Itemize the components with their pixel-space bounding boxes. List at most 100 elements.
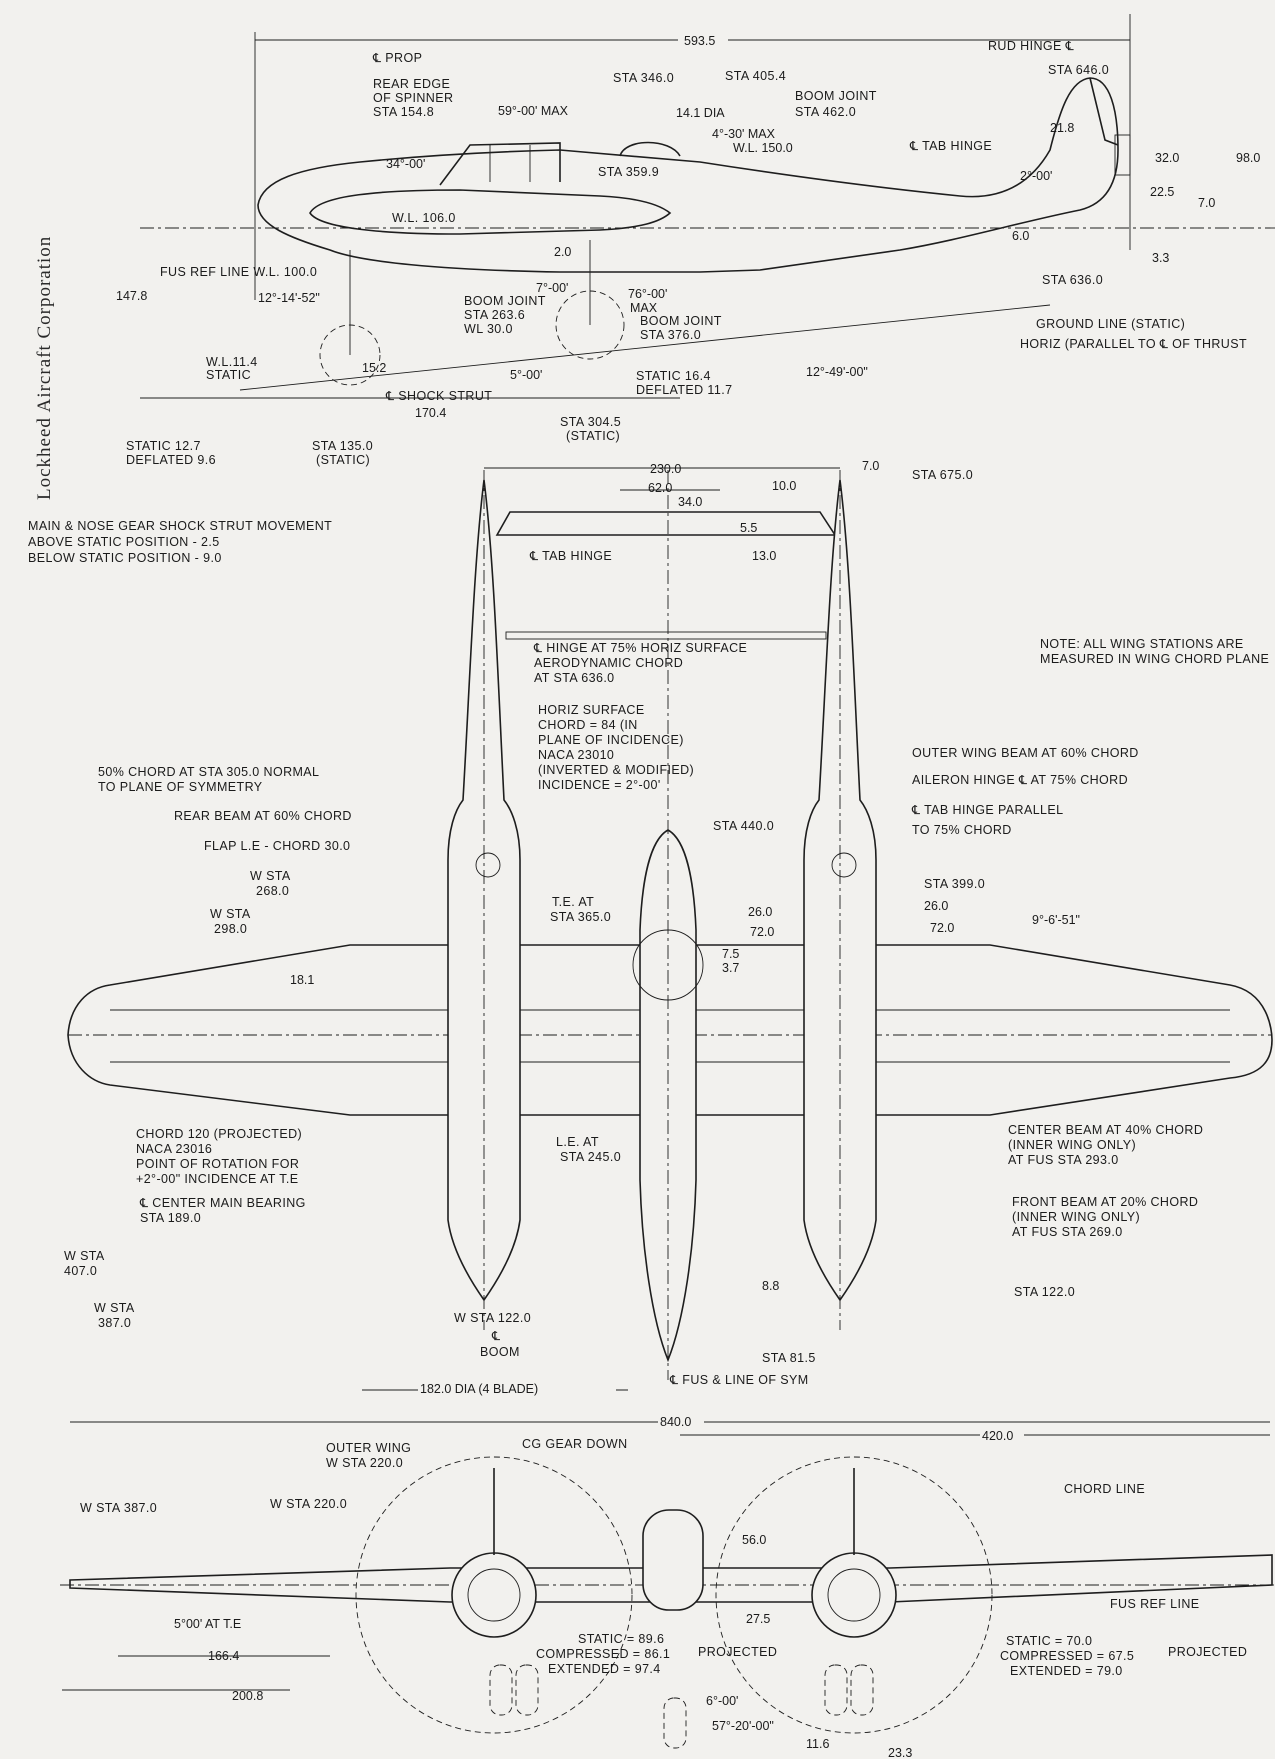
boom-joint-376: BOOM JOINT bbox=[640, 314, 722, 328]
horiz-surface: INCIDENCE = 2°-00' bbox=[538, 778, 661, 792]
horiz-surface: NACA 23010 bbox=[538, 748, 614, 762]
horiz-surface: PLANE OF INCIDENCE) bbox=[538, 733, 684, 747]
spinner-label: REAR EDGE bbox=[373, 77, 450, 91]
svg-text:MAIN & NOSE GEAR SHOCK STRUT M: MAIN & NOSE GEAR SHOCK STRUT MOVEMENT bbox=[28, 519, 332, 533]
angle-6: 6°-00' bbox=[706, 1694, 738, 1708]
dim-7: 7.0 bbox=[862, 459, 879, 473]
tab-hinge: ℄ TAB HINGE bbox=[909, 139, 992, 153]
half-span-dim: 420.0 bbox=[982, 1429, 1013, 1443]
angle-5-te: 5°00' AT T.E bbox=[174, 1617, 241, 1631]
dim-27-5: 27.5 bbox=[746, 1612, 770, 1626]
boom-joint-263: WL 30.0 bbox=[464, 322, 513, 336]
hinge-note: AERODYNAMIC CHORD bbox=[534, 656, 683, 670]
fus-ref-label: FUS REF LINE W.L. 100.0 bbox=[160, 265, 317, 279]
dim-147-8: 147.8 bbox=[116, 289, 147, 303]
boom-outline bbox=[257, 77, 1119, 273]
side-view: 593.5 ℄ PROP REAR EDGE OF SPINNER STA 15… bbox=[116, 14, 1275, 467]
canopy bbox=[439, 142, 561, 186]
main-bearing: STA 189.0 bbox=[140, 1211, 201, 1225]
sta-135: STA 135.0 bbox=[312, 439, 373, 453]
front-beam: FRONT BEAM AT 20% CHORD bbox=[1012, 1195, 1198, 1209]
wing-note: MEASURED IN WING CHORD PLANE bbox=[1040, 652, 1269, 666]
center-beam: (INNER WING ONLY) bbox=[1008, 1138, 1136, 1152]
w-sta-407: 407.0 bbox=[64, 1264, 97, 1278]
center-beam: CENTER BEAM AT 40% CHORD bbox=[1008, 1123, 1203, 1137]
ground-line-label: GROUND LINE (STATIC) bbox=[1036, 317, 1185, 331]
boom-joint-263: STA 263.6 bbox=[464, 308, 525, 322]
dim-23-3: 23.3 bbox=[888, 1746, 912, 1759]
te-at: STA 365.0 bbox=[550, 910, 611, 924]
sta-81: STA 81.5 bbox=[762, 1351, 816, 1365]
hinge-note: AT STA 636.0 bbox=[534, 671, 615, 685]
angle-7: 7°-00' bbox=[536, 281, 568, 295]
sta-636: STA 636.0 bbox=[1042, 273, 1103, 287]
horiz-surface: CHORD = 84 (IN bbox=[538, 718, 638, 732]
spinner-label: STA 154.8 bbox=[373, 105, 434, 119]
wl-150: W.L. 150.0 bbox=[733, 141, 793, 155]
chord-50: 50% CHORD AT STA 305.0 NORMAL bbox=[98, 765, 319, 779]
main-static: STATIC 16.4 bbox=[636, 369, 711, 383]
angle-4-30: 4°-30' MAX bbox=[712, 127, 776, 141]
sta-122: STA 122.0 bbox=[1014, 1285, 1075, 1299]
dim-26: 26.0 bbox=[924, 899, 948, 913]
sta-675: STA 675.0 bbox=[912, 468, 973, 482]
w-sta-122: W STA 122.0 bbox=[454, 1311, 531, 1325]
main-gear: EXTENDED = 97.4 bbox=[548, 1662, 661, 1676]
main-gear: STATIC = 89.6 bbox=[578, 1632, 664, 1646]
shock-strut: ℄ SHOCK STRUT bbox=[385, 389, 492, 403]
dim-6: 6.0 bbox=[1012, 229, 1029, 243]
dim-7: 7.0 bbox=[1198, 196, 1215, 210]
tab-hinge: ℄ TAB HINGE bbox=[529, 549, 612, 563]
overall-length-dim: 593.5 bbox=[684, 34, 715, 48]
main-wheel bbox=[555, 290, 625, 360]
wing-note: NOTE: ALL WING STATIONS ARE bbox=[1040, 637, 1244, 651]
boom-cl: ℄ bbox=[491, 1329, 501, 1343]
wl-114: STATIC bbox=[206, 368, 251, 382]
nacelle bbox=[309, 189, 672, 235]
w-sta-387: W STA bbox=[94, 1301, 135, 1315]
max-label: MAX bbox=[630, 301, 658, 315]
dim-72: 72.0 bbox=[750, 925, 774, 939]
chord-120: POINT OF ROTATION FOR bbox=[136, 1157, 299, 1171]
horiz-label: HORIZ (PARALLEL TO ℄ OF THRUST bbox=[1020, 337, 1247, 351]
dim-56: 56.0 bbox=[742, 1533, 766, 1547]
angle-34: 34°-00' bbox=[386, 157, 425, 171]
dim-15-2: 15.2 bbox=[362, 361, 386, 375]
plan-view: 230.0 62.0 34.0 10.0 7.0 STA 675.0 5.5 1… bbox=[64, 459, 1273, 1396]
nose-gear: STATIC = 70.0 bbox=[1006, 1634, 1092, 1648]
boom-joint: STA 462.0 bbox=[795, 105, 856, 119]
nose-gear: COMPRESSED = 67.5 bbox=[1000, 1649, 1134, 1663]
outer-wing: W STA 220.0 bbox=[326, 1456, 403, 1470]
horizontal-stabilizer bbox=[495, 511, 837, 536]
dim-3-3: 3.3 bbox=[1152, 251, 1169, 265]
dim-72: 72.0 bbox=[930, 921, 954, 935]
main-bearing: ℄ CENTER MAIN BEARING bbox=[139, 1196, 306, 1210]
turret bbox=[619, 141, 681, 157]
dim-26: 26.0 bbox=[748, 905, 772, 919]
fus-ref: FUS REF LINE bbox=[1110, 1597, 1200, 1611]
angle-76: 76°-00' bbox=[628, 287, 667, 301]
wl-114: W.L.11.4 bbox=[206, 355, 258, 369]
angle-57: 57°-20'-00" bbox=[712, 1719, 774, 1733]
nose-static: DEFLATED 9.6 bbox=[126, 453, 216, 467]
dim-32: 32.0 bbox=[1155, 151, 1179, 165]
w-sta-387: 387.0 bbox=[98, 1316, 131, 1330]
chord-line: CHORD LINE bbox=[1064, 1482, 1145, 1496]
dim-170-4: 170.4 bbox=[415, 406, 446, 420]
dim-18-1: 18.1 bbox=[290, 973, 314, 987]
dim-5-5: 5.5 bbox=[740, 521, 757, 535]
angle-12-14: 12°-14'-52" bbox=[258, 291, 320, 305]
w-sta-268: W STA bbox=[250, 869, 291, 883]
svg-text:BELOW STATIC POSITION - 9.0: BELOW STATIC POSITION - 9.0 bbox=[28, 551, 222, 565]
te-at: T.E. AT bbox=[552, 895, 594, 909]
cg-gear: CG GEAR DOWN bbox=[522, 1437, 628, 1451]
hinge-note: ℄ HINGE AT 75% HORIZ SURFACE bbox=[533, 641, 747, 655]
projected: PROJECTED bbox=[1168, 1645, 1247, 1659]
prop-dia: 182.0 DIA (4 BLADE) bbox=[420, 1382, 538, 1396]
front-beam: (INNER WING ONLY) bbox=[1012, 1210, 1140, 1224]
main-static: DEFLATED 11.7 bbox=[636, 383, 732, 397]
w-sta-220: W STA 220.0 bbox=[270, 1497, 347, 1511]
sta-440: STA 440.0 bbox=[713, 819, 774, 833]
dim-11-6: 11.6 bbox=[806, 1737, 829, 1751]
